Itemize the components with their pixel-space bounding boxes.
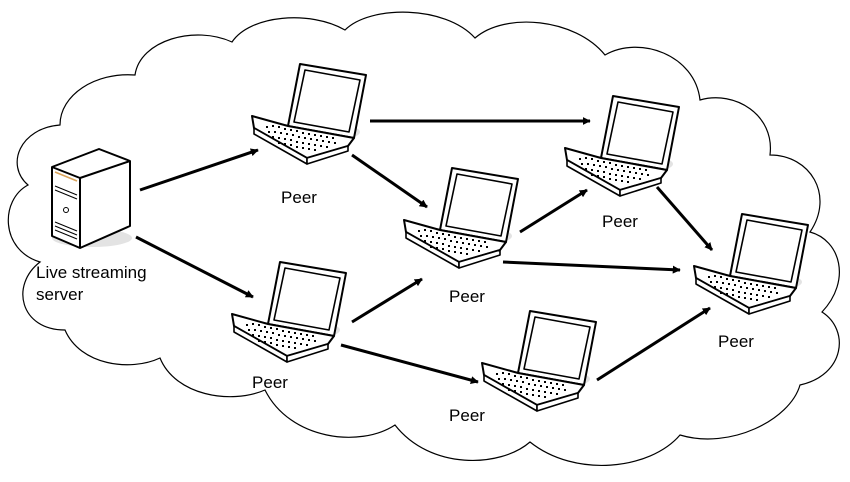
arrow-peer-4-to-peer-7 bbox=[655, 186, 714, 251]
peer-5-label: Peer bbox=[449, 406, 485, 425]
peer-3-label: Peer bbox=[252, 373, 288, 392]
arrow-server-to-peer-1 bbox=[139, 148, 259, 192]
server-label: Live streaming server bbox=[36, 262, 147, 306]
tower-server-icon bbox=[51, 148, 132, 249]
arrow-peer-1-to-peer-2 bbox=[351, 153, 428, 209]
arrow-server-to-peer-3 bbox=[135, 235, 254, 299]
peer-4-label: Peer bbox=[602, 212, 638, 231]
arrow-peer-5-to-peer-7 bbox=[596, 306, 711, 382]
peer-2-label: Peer bbox=[449, 287, 485, 306]
peer-7-label: Peer bbox=[718, 332, 754, 351]
arrow-peer-3-to-peer-2 bbox=[351, 277, 423, 324]
peer-1-label: Peer bbox=[281, 188, 317, 207]
arrow-peer-3-to-peer-5 bbox=[340, 343, 479, 384]
server-label-line-1: Live streaming bbox=[36, 263, 147, 282]
arrow-peer-2-to-peer-4 bbox=[519, 188, 588, 234]
server-label-line-2: server bbox=[36, 285, 84, 304]
arrow-peer-2-to-peer-7 bbox=[502, 260, 681, 274]
